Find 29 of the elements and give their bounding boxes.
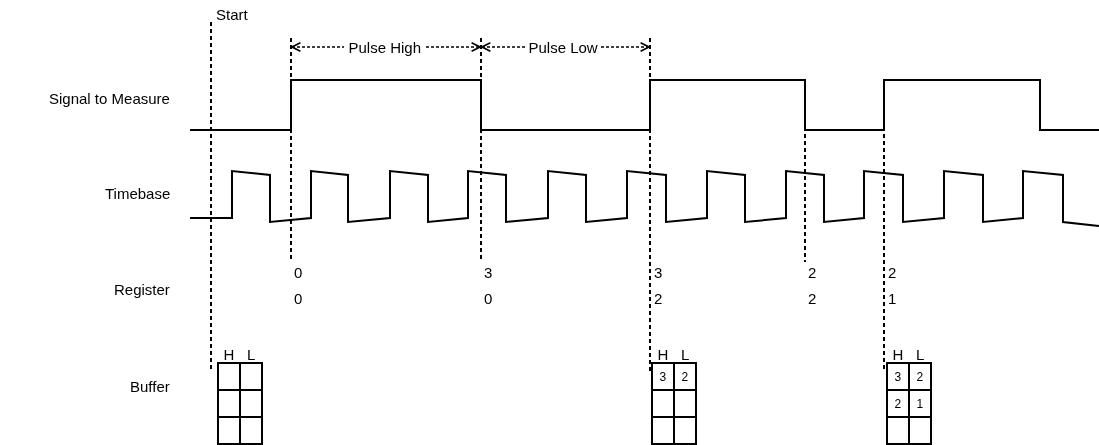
row-label: Register [114,281,170,297]
buffer-value: 2 [681,371,689,383]
register-value: 2 [808,290,817,306]
register-value: 2 [808,264,817,280]
register-value: 1 [888,290,897,306]
column-header: L [916,346,925,362]
column-header: H [223,346,235,362]
buffer-value: 2 [916,371,924,383]
row-label: Signal to Measure [49,90,170,106]
column-header: H [657,346,669,362]
marker-label: Start [216,6,248,22]
register-value: 0 [294,264,303,280]
register-value: 2 [888,264,897,280]
row-label: Timebase [105,185,171,201]
buffer-value: 3 [894,371,902,383]
register-value: 3 [484,264,493,280]
register-value: 2 [654,290,663,306]
dimension-label: Pulse High [348,39,422,55]
column-header: L [681,346,690,362]
column-header: L [247,346,256,362]
buffer-value: 1 [916,398,924,410]
register-value: 3 [654,264,663,280]
register-value: 0 [484,290,493,306]
row-label: Buffer [130,378,170,394]
register-value: 0 [294,290,303,306]
column-header: H [892,346,904,362]
buffer-value: 3 [659,371,667,383]
dimension-label: Pulse Low [528,39,598,55]
buffer-value: 2 [894,398,902,410]
